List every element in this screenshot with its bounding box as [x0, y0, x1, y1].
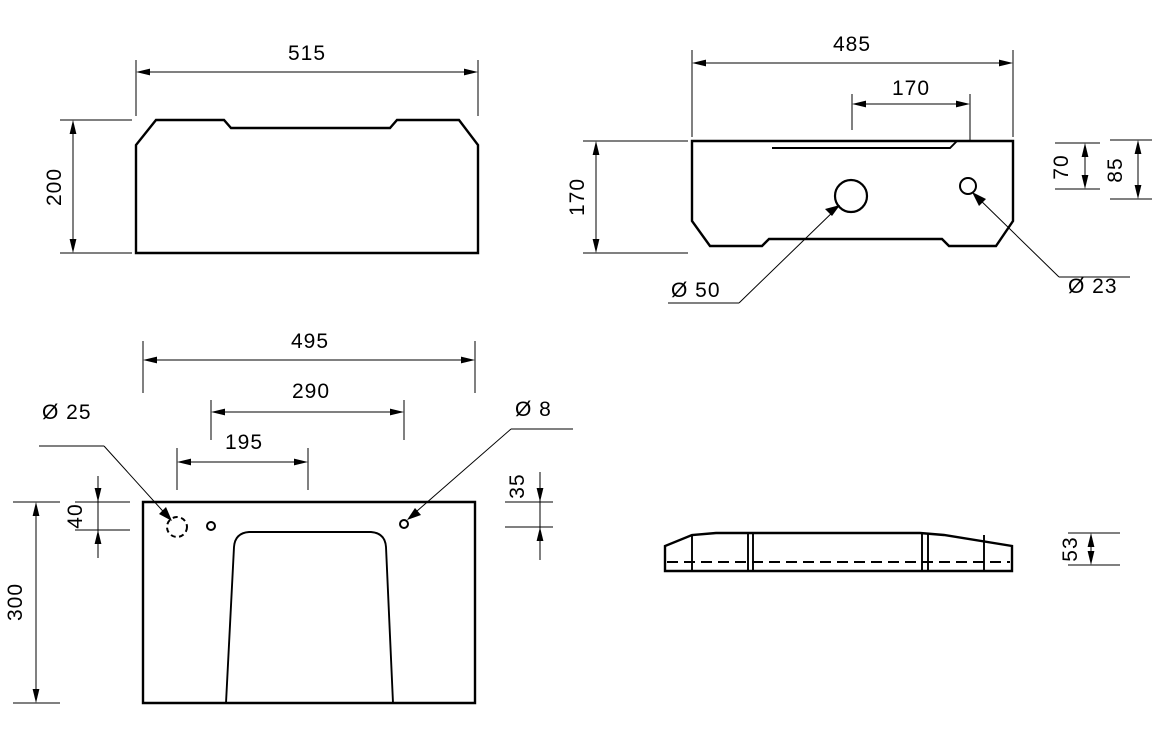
- dim-label-300: 300: [4, 583, 27, 621]
- callout-label-dia-50: Ø 50: [671, 279, 721, 302]
- leader-line: [103, 445, 171, 520]
- callout-label-dia-23: Ø 23: [1068, 275, 1118, 298]
- arrowhead-top: [69, 120, 77, 134]
- leader-line: [738, 206, 839, 304]
- dimension-depth-300: 300: [4, 501, 60, 704]
- hole-small-left: [206, 521, 216, 531]
- arrowhead-bottom: [1134, 185, 1142, 199]
- dim-label-495: 495: [291, 330, 329, 353]
- plan-outline: [141, 500, 477, 705]
- dim-label-35: 35: [506, 473, 529, 498]
- dimension-width-515: 515: [135, 42, 479, 116]
- dim-label-515: 515: [288, 42, 326, 65]
- dimension-width-195: 195: [176, 431, 309, 490]
- arrowhead-bottom: [1081, 175, 1089, 189]
- arrowhead-top: [1081, 143, 1089, 157]
- callout-dia-23: Ø 23: [972, 192, 1130, 298]
- side-section-outline: [663, 531, 1014, 573]
- hole-dia-23: [959, 177, 977, 195]
- dim-label-195: 195: [225, 431, 263, 454]
- arrowhead-left: [692, 59, 706, 67]
- arrowhead-bottom: [94, 530, 102, 544]
- arrowhead-bottom: [536, 527, 544, 541]
- dim-label-85: 85: [1104, 157, 1127, 182]
- dim-label-485: 485: [833, 33, 871, 56]
- arrowhead-bottom: [32, 689, 40, 703]
- dimension-height-85: 85: [1104, 139, 1152, 200]
- dimension-offset-35: 35: [505, 472, 553, 560]
- front-elevation-outline: [134, 118, 480, 255]
- arrowhead-right: [294, 458, 308, 466]
- arrowhead-top: [1087, 533, 1095, 547]
- callout-dia-25: Ø 25: [39, 401, 172, 521]
- rear-elevation-view: 485 170 170 70: [566, 33, 1152, 304]
- arrowhead-top: [32, 502, 40, 516]
- hole-dia-8: [399, 519, 409, 529]
- callout-dia-8: Ø 8: [407, 398, 573, 520]
- dimension-height-200: 200: [43, 119, 132, 254]
- side-section-view: 53: [663, 531, 1120, 573]
- arrowhead-left: [211, 408, 225, 416]
- leader-arrowhead: [159, 507, 172, 521]
- arrowhead-right: [461, 356, 475, 364]
- leader-line: [408, 428, 512, 519]
- arrowhead-right: [464, 68, 478, 76]
- dim-label-170-height: 170: [566, 178, 589, 216]
- arrowhead-top: [1134, 140, 1142, 154]
- arrowhead-left: [136, 68, 150, 76]
- arrowhead-bottom: [592, 239, 600, 253]
- leader-arrowhead: [407, 508, 421, 520]
- arrowhead-right: [956, 100, 970, 108]
- dimension-thickness-53: 53: [1059, 532, 1120, 566]
- arrowhead-bottom: [69, 239, 77, 253]
- dimension-width-290: 290: [210, 380, 405, 440]
- rear-top-slot: [772, 140, 958, 149]
- dimension-height-70: 70: [1050, 142, 1100, 190]
- arrowhead-top: [592, 141, 600, 155]
- dim-label-170-span: 170: [892, 77, 930, 100]
- plan-bowl-recess: [225, 531, 394, 704]
- arrowhead-right: [999, 59, 1013, 67]
- dimension-width-495: 495: [142, 330, 476, 393]
- dim-label-53: 53: [1059, 536, 1082, 561]
- arrowhead-top: [536, 488, 544, 502]
- dim-label-200: 200: [43, 168, 66, 206]
- leader-arrowhead: [825, 205, 840, 216]
- callout-label-dia-25: Ø 25: [42, 401, 92, 424]
- arrowhead-left: [143, 356, 157, 364]
- rear-elevation-outline: [690, 139, 1015, 248]
- dim-label-40: 40: [64, 503, 87, 528]
- dimension-span-170: 170: [851, 77, 971, 140]
- hole-dia-50: [833, 178, 869, 214]
- plan-view: 495 290 195 300: [4, 330, 573, 705]
- dimension-height-170: 170: [566, 140, 688, 254]
- arrowhead-left: [177, 458, 191, 466]
- arrowhead-right: [390, 408, 404, 416]
- leader-line: [973, 193, 1060, 278]
- arrowhead-top: [94, 488, 102, 502]
- callout-label-dia-8: Ø 8: [515, 398, 552, 421]
- dimension-width-485: 485: [691, 33, 1014, 137]
- dim-label-290: 290: [292, 380, 330, 403]
- dimension-offset-40: 40: [64, 476, 130, 558]
- front-elevation-view: 515 200: [43, 42, 480, 255]
- hole-dia-25: [166, 516, 188, 538]
- dim-label-70: 70: [1050, 154, 1073, 179]
- arrowhead-bottom: [1087, 551, 1095, 565]
- leader-arrowhead: [972, 192, 986, 206]
- arrowhead-left: [852, 100, 866, 108]
- callout-dia-50: Ø 50: [668, 205, 840, 304]
